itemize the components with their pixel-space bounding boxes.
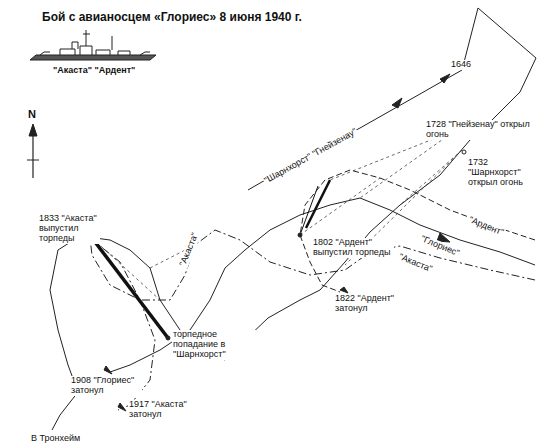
north-arrow — [27, 124, 39, 178]
torpedo-tracks — [92, 180, 330, 338]
north-letter: N — [27, 108, 37, 120]
ardent-track — [300, 170, 535, 292]
event-note: 1833 "Акаста" выпустил торпеды — [38, 214, 100, 244]
event-note: 1908 "Глориес" затонул — [70, 376, 142, 396]
event-note: торпедное попадание в "Шарнхорст" — [172, 330, 259, 360]
event-note: 1732 "Шарнхорст" открыл огонь — [467, 158, 537, 188]
event-note: 1728 "Гнейзенау" открыл огонь — [425, 120, 537, 140]
track-label: "Акаста" — [396, 252, 434, 275]
ship-names: "Акаста" "Ардент" — [52, 66, 136, 76]
destination-label: В Тронхейм — [30, 434, 81, 444]
event-note: 1917 "Акаста" затонул — [128, 400, 200, 420]
acasta-track — [90, 230, 535, 410]
event-note: 1822 "Ардент" затонул — [334, 294, 416, 314]
german-track — [50, 8, 536, 430]
time-label: 1646 — [450, 60, 472, 70]
track-label: "Шарнхорст" "Гнейзенау" — [262, 126, 360, 186]
event-note: 1802 "Ардент" выпустил торпеды — [312, 238, 394, 258]
destroyer-silhouette — [30, 30, 156, 60]
fire-lines — [92, 130, 462, 300]
track-label: "Ардент" — [466, 215, 505, 239]
event-markers — [89, 74, 466, 411]
map-title: Бой с авианосцем «Глориес» 8 июня 1940 г… — [42, 10, 302, 24]
